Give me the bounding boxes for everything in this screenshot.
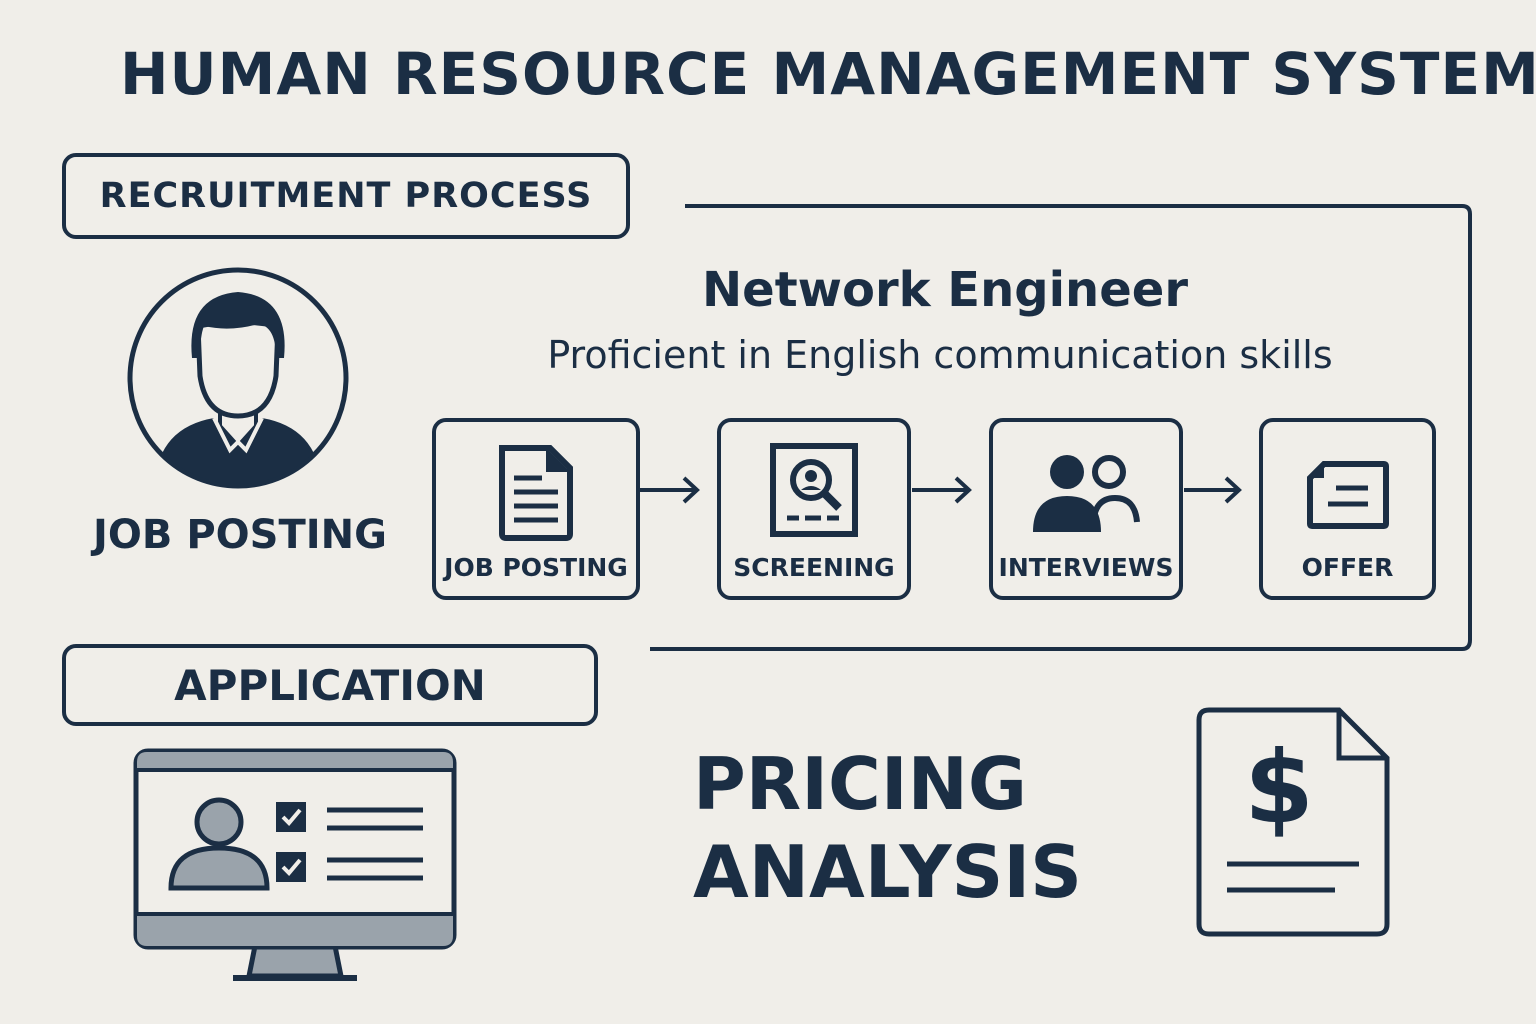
arrow-3 <box>1184 476 1242 504</box>
application-label: APPLICATION <box>62 644 598 726</box>
arrow-1 <box>640 476 700 504</box>
recruitment-process-label: RECRUITMENT PROCESS <box>62 153 630 239</box>
magnifier-search-icon <box>770 443 858 537</box>
pricing-line-2: ANALYSIS <box>693 830 1083 914</box>
document-icon <box>499 445 573 541</box>
application-monitor-icon <box>133 748 457 981</box>
step-job-posting: JOB POSTING <box>432 418 640 600</box>
user-avatar-icon <box>127 267 349 489</box>
step-screening: SCREENING <box>717 418 911 600</box>
arrow-2 <box>912 476 972 504</box>
dollar-document-icon: $ <box>1196 707 1390 937</box>
pricing-line-1: PRICING <box>693 742 1027 826</box>
step-label: SCREENING <box>733 553 895 582</box>
offer-letter-icon <box>1306 461 1389 529</box>
step-label: JOB POSTING <box>444 553 628 582</box>
page-title: HUMAN RESOURCE MANAGEMENT SYSTEM <box>120 40 1536 108</box>
people-icon <box>1033 455 1140 532</box>
job-title: Network Engineer <box>701 262 1189 318</box>
step-label: INTERVIEWS <box>998 553 1174 582</box>
step-label: OFFER <box>1301 553 1394 582</box>
job-requirement: Proficient in English communication skil… <box>547 333 1333 377</box>
step-offer: OFFER <box>1259 418 1436 600</box>
step-arrows <box>640 476 1242 504</box>
pricing-analysis-title: PRICING ANALYSIS <box>693 740 1082 916</box>
dollar-sign-icon: $ <box>1244 729 1314 846</box>
step-interviews: INTERVIEWS <box>989 418 1183 600</box>
avatar-caption: JOB POSTING <box>93 512 387 558</box>
